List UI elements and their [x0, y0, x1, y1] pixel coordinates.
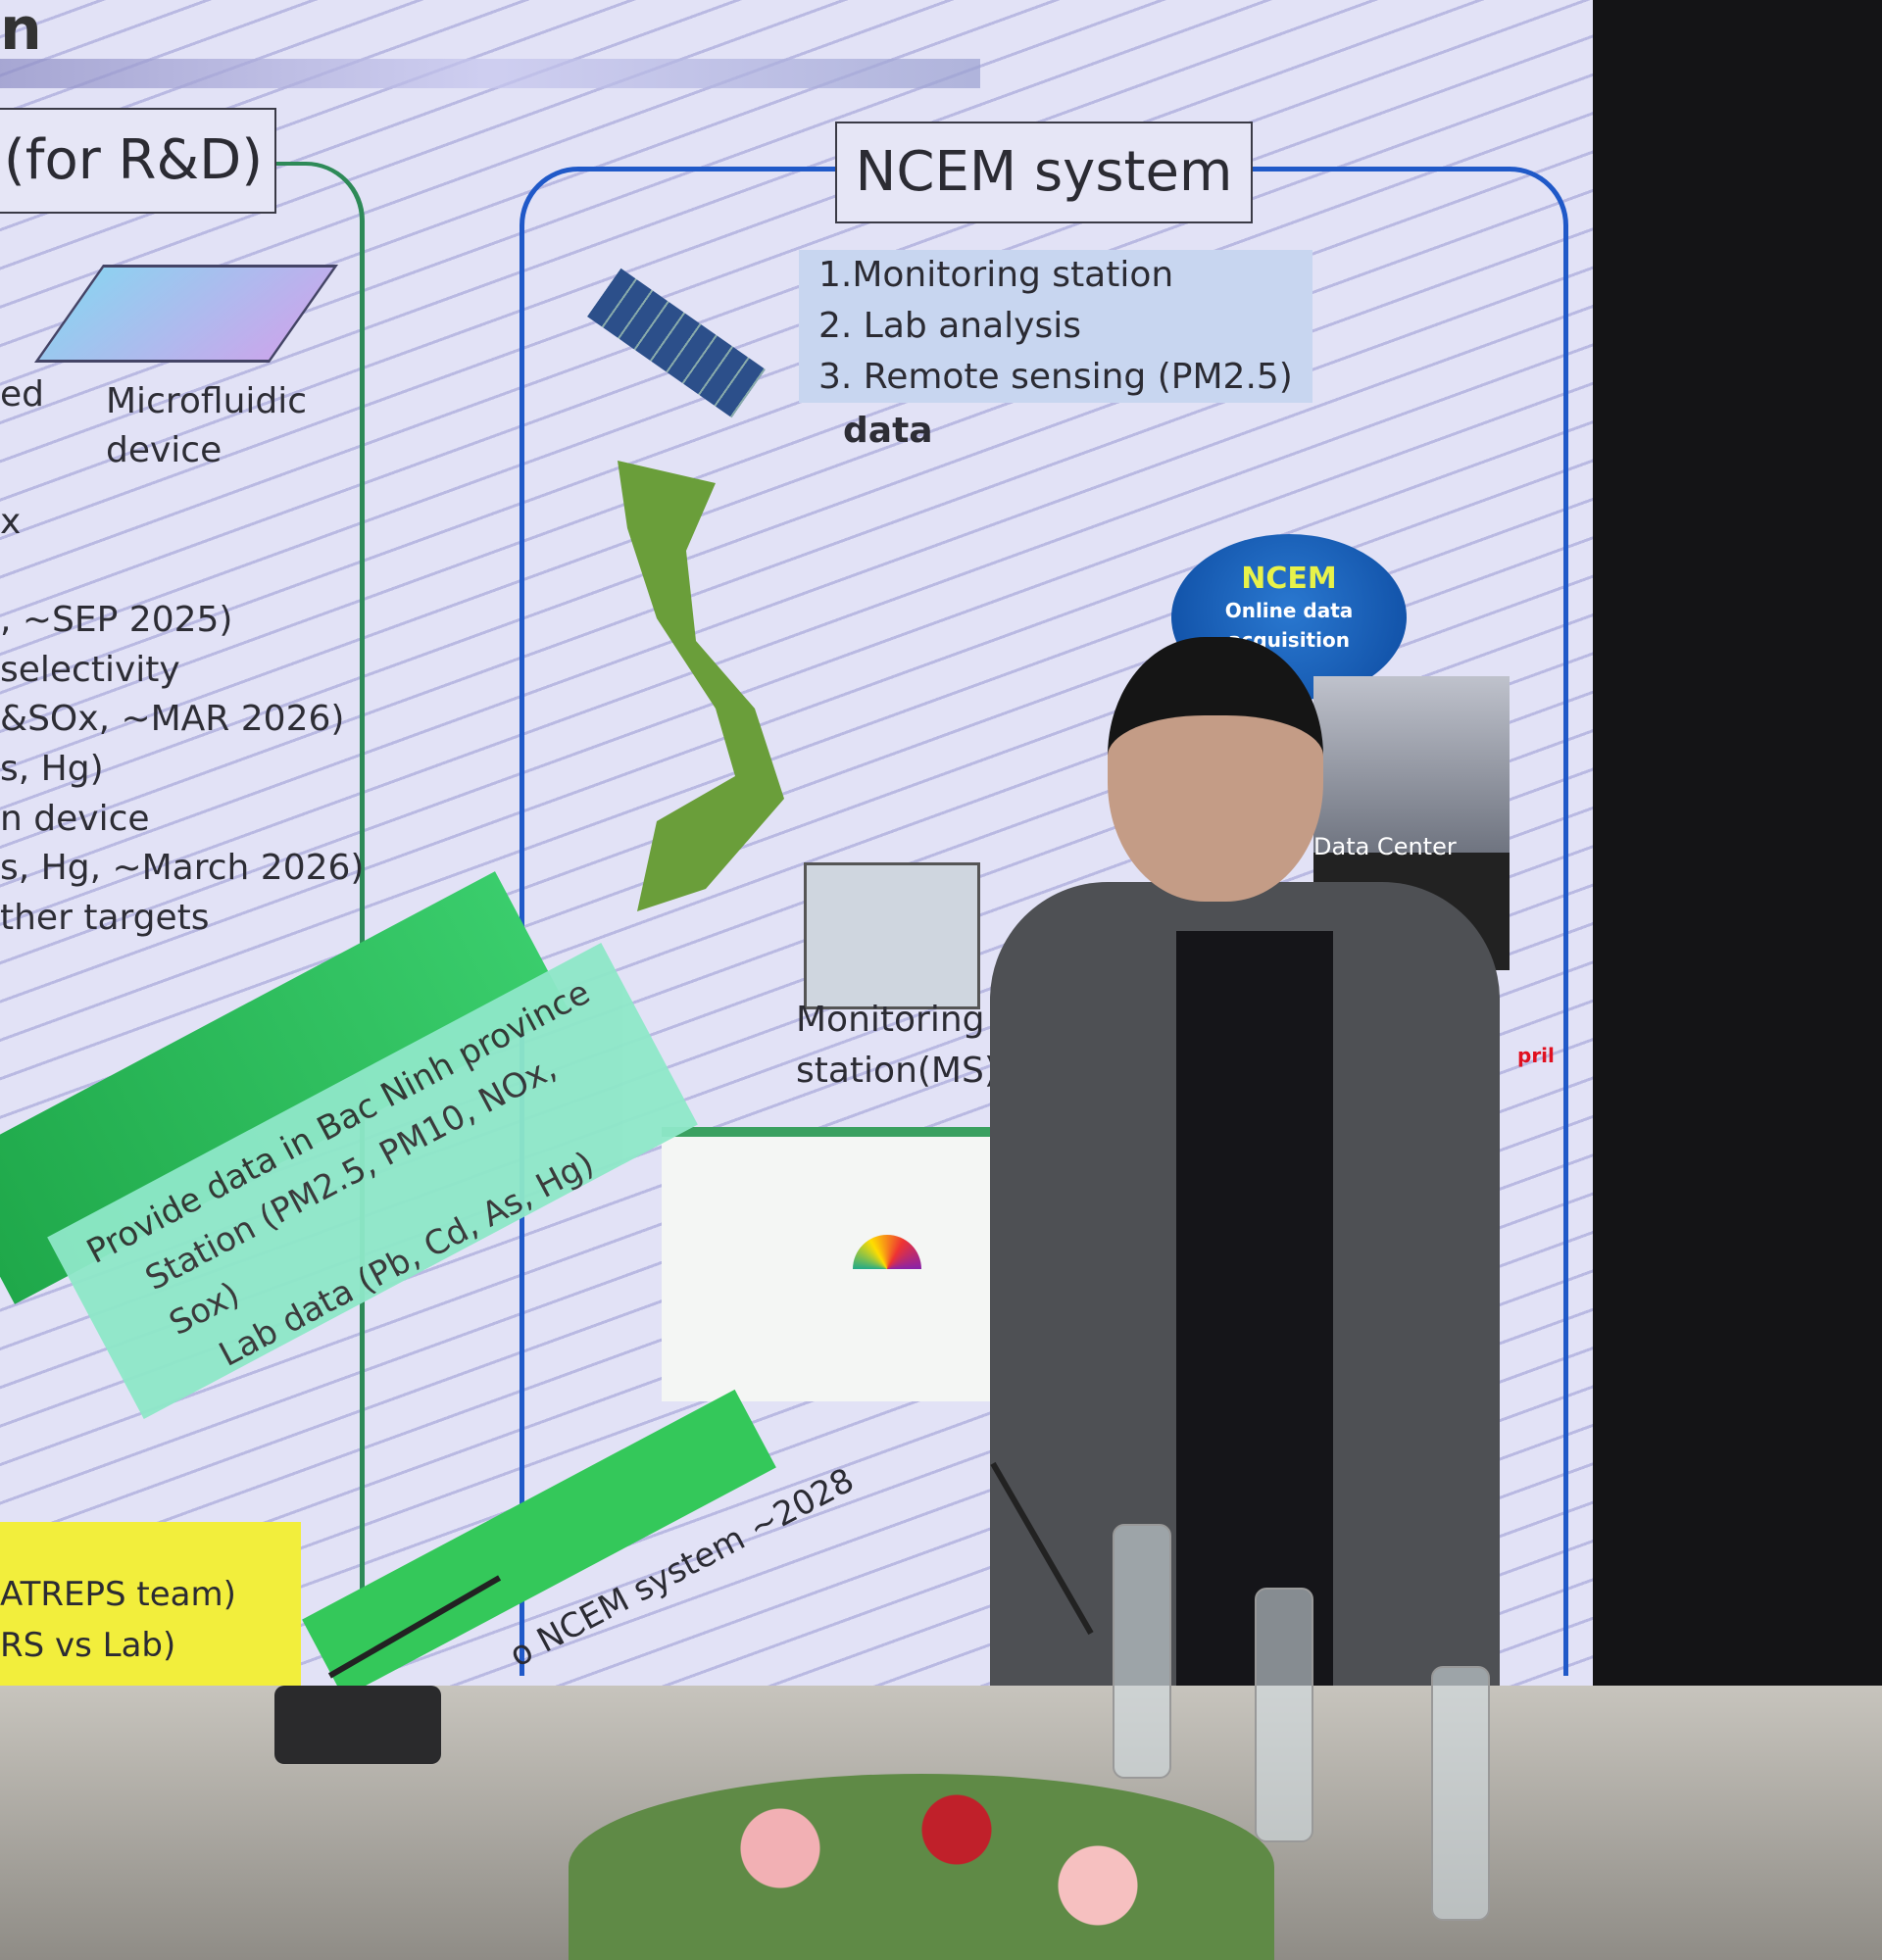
yellow-line: RS vs Lab) [0, 1626, 176, 1665]
red-text-fragment: pril [1517, 1044, 1555, 1067]
rd-line: s, Hg, ~March 2026) [0, 848, 365, 888]
speaker-head [1108, 637, 1323, 902]
yellow-line: ATREPS team) [0, 1575, 236, 1614]
rd-line: s, Hg) [0, 749, 104, 789]
rd-line: , ~SEP 2025) [0, 600, 233, 640]
label-line: Monitoring [796, 1000, 985, 1040]
rd-line: ed [0, 374, 44, 415]
slide-header-bar [0, 59, 980, 88]
list-item: 2. Lab analysis [818, 306, 1081, 346]
microfluidic-label: Microfluidic device [106, 377, 307, 475]
water-bottle [1255, 1588, 1313, 1842]
yellow-box: ATREPS team) RS vs Lab) [0, 1522, 301, 1698]
station-label: Monitoring station(MS) [796, 995, 998, 1097]
rd-panel-title: (for R&D) [0, 108, 276, 214]
data-label: data [843, 411, 933, 451]
data-center-label: Data Center [1313, 833, 1457, 860]
ncem-panel-title: NCEM system [835, 122, 1253, 223]
rd-line: selectivity [0, 650, 180, 690]
list-item: 3. Remote sensing (PM2.5) [818, 357, 1293, 397]
rd-panel-border [276, 162, 365, 1632]
dark-wall [1593, 0, 1882, 1705]
cloud-title: NCEM [1241, 562, 1337, 596]
label-line: Microfluidic [106, 381, 308, 421]
water-bottle [1113, 1524, 1171, 1779]
logo-fragment: n [0, 0, 42, 64]
cloud-text: Online data [1224, 599, 1354, 622]
rd-line: x [0, 502, 22, 542]
rd-line: ther targets [0, 898, 210, 938]
rd-line: n device [0, 799, 150, 839]
label-line: device [106, 430, 223, 470]
flower-arrangement [569, 1774, 1274, 1960]
rd-line: &SOx, ~MAR 2026) [0, 699, 345, 739]
label-line: station(MS) [796, 1051, 998, 1091]
monitoring-station-image [804, 862, 980, 1009]
speaker-shirt [1176, 931, 1333, 1686]
water-bottle [1431, 1666, 1490, 1921]
conference-speaker [274, 1686, 441, 1764]
list-item: 1.Monitoring station [818, 255, 1174, 295]
data-source-list: 1.Monitoring station 2. Lab analysis 3. … [799, 250, 1312, 403]
